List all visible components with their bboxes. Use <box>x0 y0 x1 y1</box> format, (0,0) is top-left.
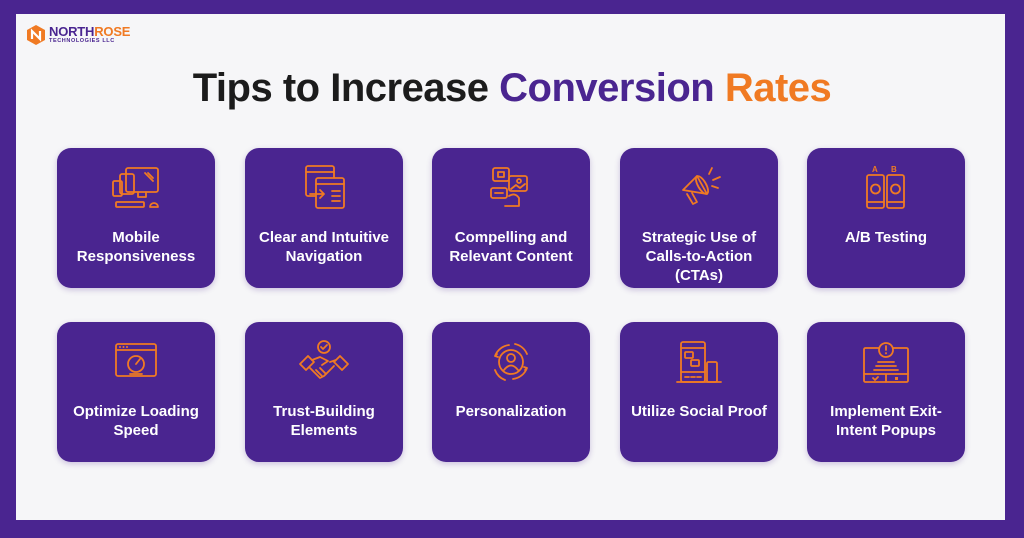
brand-name: NORTHROSE <box>49 24 131 40</box>
tip-label: Implement Exit-Intent Popups <box>830 403 942 439</box>
handshake-icon <box>299 340 349 379</box>
tip-label: Optimize Loading Speed <box>73 403 199 439</box>
tip-card-content: Compelling and Relevant Content <box>432 148 590 288</box>
tip-label: Personalization <box>455 403 567 420</box>
navigation-windows-icon <box>305 165 345 209</box>
user-cycle-icon <box>494 343 528 381</box>
svg-text:A: A <box>872 165 878 174</box>
tip-label: Compelling and Relevant Content <box>449 229 573 265</box>
tip-label: Utilize Social Proof <box>631 403 767 420</box>
tip-card-navigation: Clear and Intuitive Navigation <box>245 148 403 288</box>
tip-label: Strategic Use of Calls-to-Action (CTAs) <box>641 229 757 284</box>
tip-card-ab-testing: A B A/B Testing <box>807 148 965 288</box>
brand-tagline: TECHNOLOGIES LLC <box>49 38 115 45</box>
brand-logo: NORTHROSE TECHNOLOGIES LLC <box>26 24 130 46</box>
exit-popup-icon <box>863 342 909 383</box>
devices-icon <box>112 167 159 208</box>
tip-card-trust-building: Trust-Building Elements <box>245 322 403 462</box>
page-title: Tips to Increase Conversion Rates <box>192 66 832 110</box>
tip-label: Trust-Building Elements <box>273 403 375 439</box>
tip-card-loading-speed: Optimize Loading Speed <box>57 322 215 462</box>
megaphone-icon <box>682 167 721 205</box>
social-proof-devices-icon <box>676 341 722 383</box>
speedometer-browser-icon <box>115 343 157 377</box>
tip-label: A/B Testing <box>844 229 928 246</box>
tip-card-ctas: Strategic Use of Calls-to-Action (CTAs) <box>620 148 778 288</box>
tip-card-exit-intent: Implement Exit-Intent Popups <box>807 322 965 462</box>
tip-label: Mobile Responsiveness <box>76 229 196 265</box>
content-chat-icon <box>490 167 528 207</box>
tip-label: Clear and Intuitive Navigation <box>258 229 390 265</box>
tip-card-social-proof: Utilize Social Proof <box>620 322 778 462</box>
tip-card-personalization: Personalization <box>432 322 590 462</box>
ab-phones-icon: A B <box>866 165 905 209</box>
svg-text:B: B <box>891 165 897 174</box>
n-hexagon-logo-icon <box>27 25 45 45</box>
tip-card-mobile-responsiveness: Mobile Responsiveness <box>57 148 215 288</box>
